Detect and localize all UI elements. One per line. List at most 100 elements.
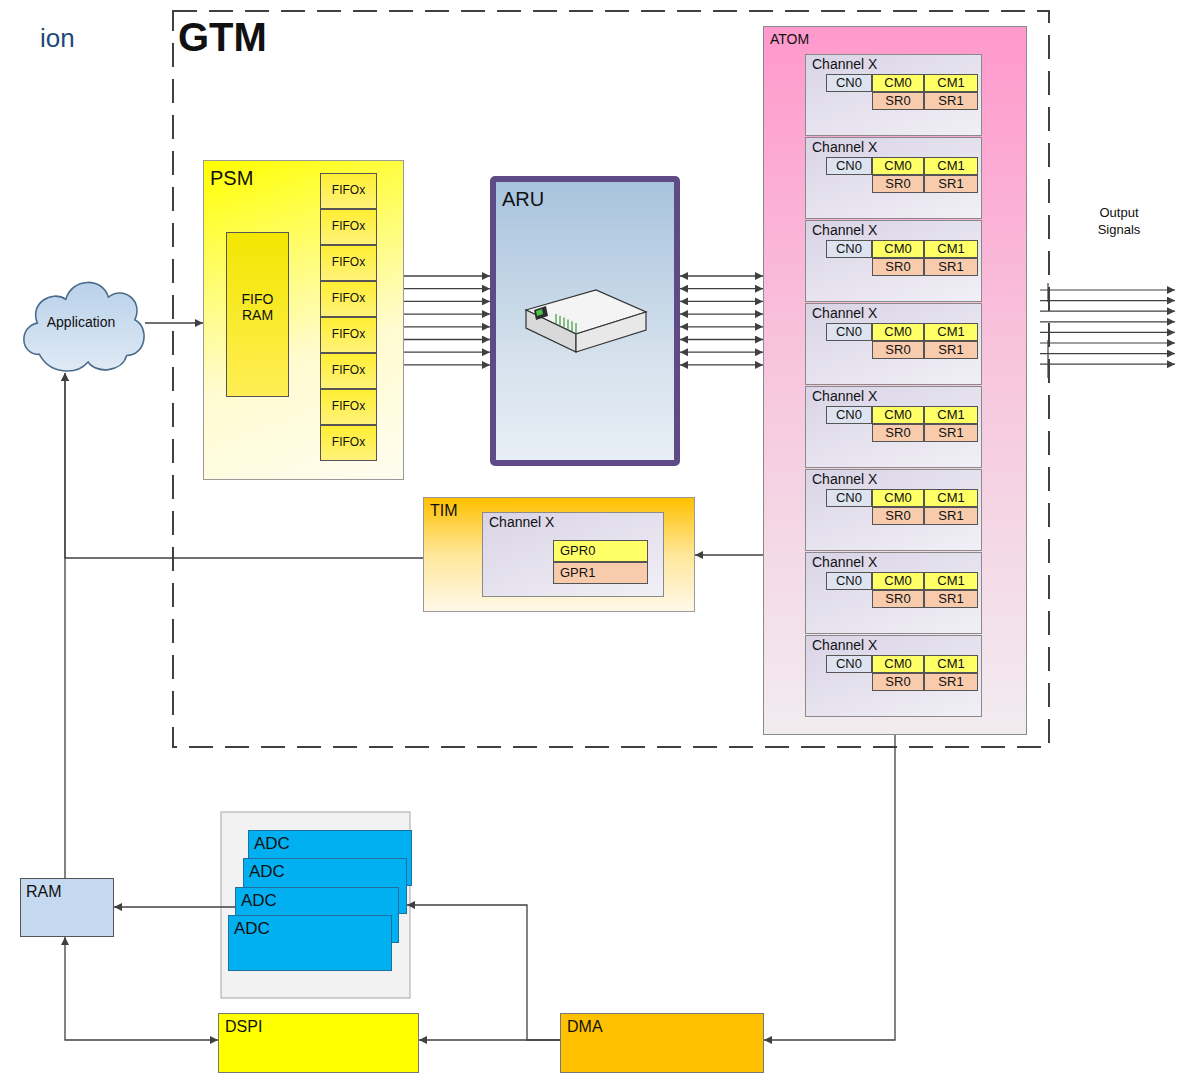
node-text: Application (47, 314, 116, 330)
node-text: PSM (210, 167, 397, 190)
tim-channel: Channel XGPR0GPR1 (482, 512, 664, 597)
register-cell: CM0 (872, 240, 924, 258)
output-signal-wire (1040, 311, 1175, 312)
register-cell: CN0 (826, 323, 872, 341)
aru-block: ARU (490, 176, 680, 466)
register-cell: CM1 (924, 489, 978, 507)
output-signal-wire (1040, 289, 1175, 290)
node-text: CM1 (937, 408, 964, 423)
node-text: SR1 (938, 426, 963, 441)
node-text: SR1 (938, 592, 963, 607)
node-text: SR1 (938, 260, 963, 275)
node-text: DMA (567, 1018, 757, 1036)
connector-arrow (64, 373, 65, 878)
node-text: DSPI (225, 1018, 412, 1036)
register-cell: SR1 (924, 175, 978, 193)
connector-arrow (145, 322, 203, 323)
node-text: SR0 (885, 260, 910, 275)
node-text: CM1 (937, 159, 964, 174)
register-cell: SR1 (924, 590, 978, 608)
connector-arrow (680, 288, 763, 289)
register-cell: CM0 (872, 489, 924, 507)
node-text: Channel X (812, 388, 975, 404)
output-signal-wire (1040, 321, 1175, 322)
node-text: ADC (241, 891, 393, 911)
register-cell: SR0 (872, 258, 924, 276)
fifo-ram: FIFO RAM (226, 232, 289, 397)
connector-arrow (680, 364, 763, 365)
node-text: CN0 (836, 408, 862, 423)
connector-arrow (404, 275, 490, 276)
register-cell: CN0 (826, 655, 872, 673)
connector-arrow (404, 326, 490, 327)
application-cloud: Application (15, 268, 147, 376)
node-text: CM0 (884, 242, 911, 257)
node-text: CM0 (884, 657, 911, 672)
node-text: SR0 (885, 426, 910, 441)
node-text: FIFOx (332, 400, 365, 414)
node-text: SR0 (885, 592, 910, 607)
output-signal-wires (1040, 283, 1175, 378)
node-text: CM1 (937, 574, 964, 589)
node-text: Channel X (812, 637, 975, 653)
psm-block: PSMFIFO RAMFIFOxFIFOxFIFOxFIFOxFIFOxFIFO… (203, 160, 404, 480)
register-cell: SR0 (872, 341, 924, 359)
fifo-cell: FIFOx (320, 425, 377, 461)
node-text: FIFOx (332, 364, 365, 378)
atom-channel: Channel XCN0CM0CM1SR0SR1 (805, 54, 982, 136)
output-signal-wire (1040, 342, 1175, 343)
node-text: CM0 (884, 491, 911, 506)
register-cell: SR1 (924, 424, 978, 442)
node-text: SR1 (938, 343, 963, 358)
node-text: Channel X (812, 56, 975, 72)
connector-arrow (404, 364, 490, 365)
register-cell: CM1 (924, 572, 978, 590)
fifo-cell: FIFOx (320, 173, 377, 209)
node-text: SR0 (885, 94, 910, 109)
node-text: SR0 (885, 509, 910, 524)
node-text: CM1 (937, 242, 964, 257)
node-text: CN0 (836, 325, 862, 340)
register-cell: CM0 (872, 406, 924, 424)
node-text: Channel X (812, 222, 975, 238)
node-text: TIM (430, 502, 688, 520)
fifo-cell: FIFOx (320, 389, 377, 425)
register-cell: SR0 (872, 424, 924, 442)
atom-channel: Channel XCN0CM0CM1SR0SR1 (805, 220, 982, 302)
switch-icon (496, 182, 674, 460)
switch-icon (526, 290, 646, 352)
node-text: CM0 (884, 76, 911, 91)
node-text: Channel X (489, 514, 657, 530)
node-text: SR1 (938, 675, 963, 690)
register-cell: CN0 (826, 74, 872, 92)
connector-arrow (404, 352, 490, 353)
dashed-outline (173, 11, 1049, 747)
register-cell: SR1 (924, 673, 978, 691)
node-text: ADC (254, 834, 406, 854)
node-text: SR1 (938, 94, 963, 109)
fifo-cell: FIFOx (320, 245, 377, 281)
node-text: CM1 (937, 657, 964, 672)
cloud-shape (24, 282, 144, 371)
node-text: FIFOx (332, 184, 365, 198)
node-text: GPR0 (560, 544, 595, 559)
adc-block: ADC (228, 915, 392, 971)
node-text: CM0 (884, 574, 911, 589)
node-text: Channel X (812, 554, 975, 570)
node-text: GTM (178, 14, 1044, 60)
node-text: CM0 (884, 325, 911, 340)
register-cell: CM0 (872, 157, 924, 175)
register-cell: SR1 (924, 507, 978, 525)
fifo-cell: FIFOx (320, 281, 377, 317)
connector-arrow (680, 313, 763, 314)
register-cell: SR0 (872, 92, 924, 110)
connector-arrow (764, 735, 895, 1040)
connector-arrow (404, 339, 490, 340)
connector-arrow (404, 313, 490, 314)
connector-arrow (695, 554, 763, 555)
register-cell: CN0 (826, 157, 872, 175)
node-text: CN0 (836, 76, 862, 91)
dma-block: DMA (560, 1013, 764, 1073)
node-text: SR0 (885, 343, 910, 358)
